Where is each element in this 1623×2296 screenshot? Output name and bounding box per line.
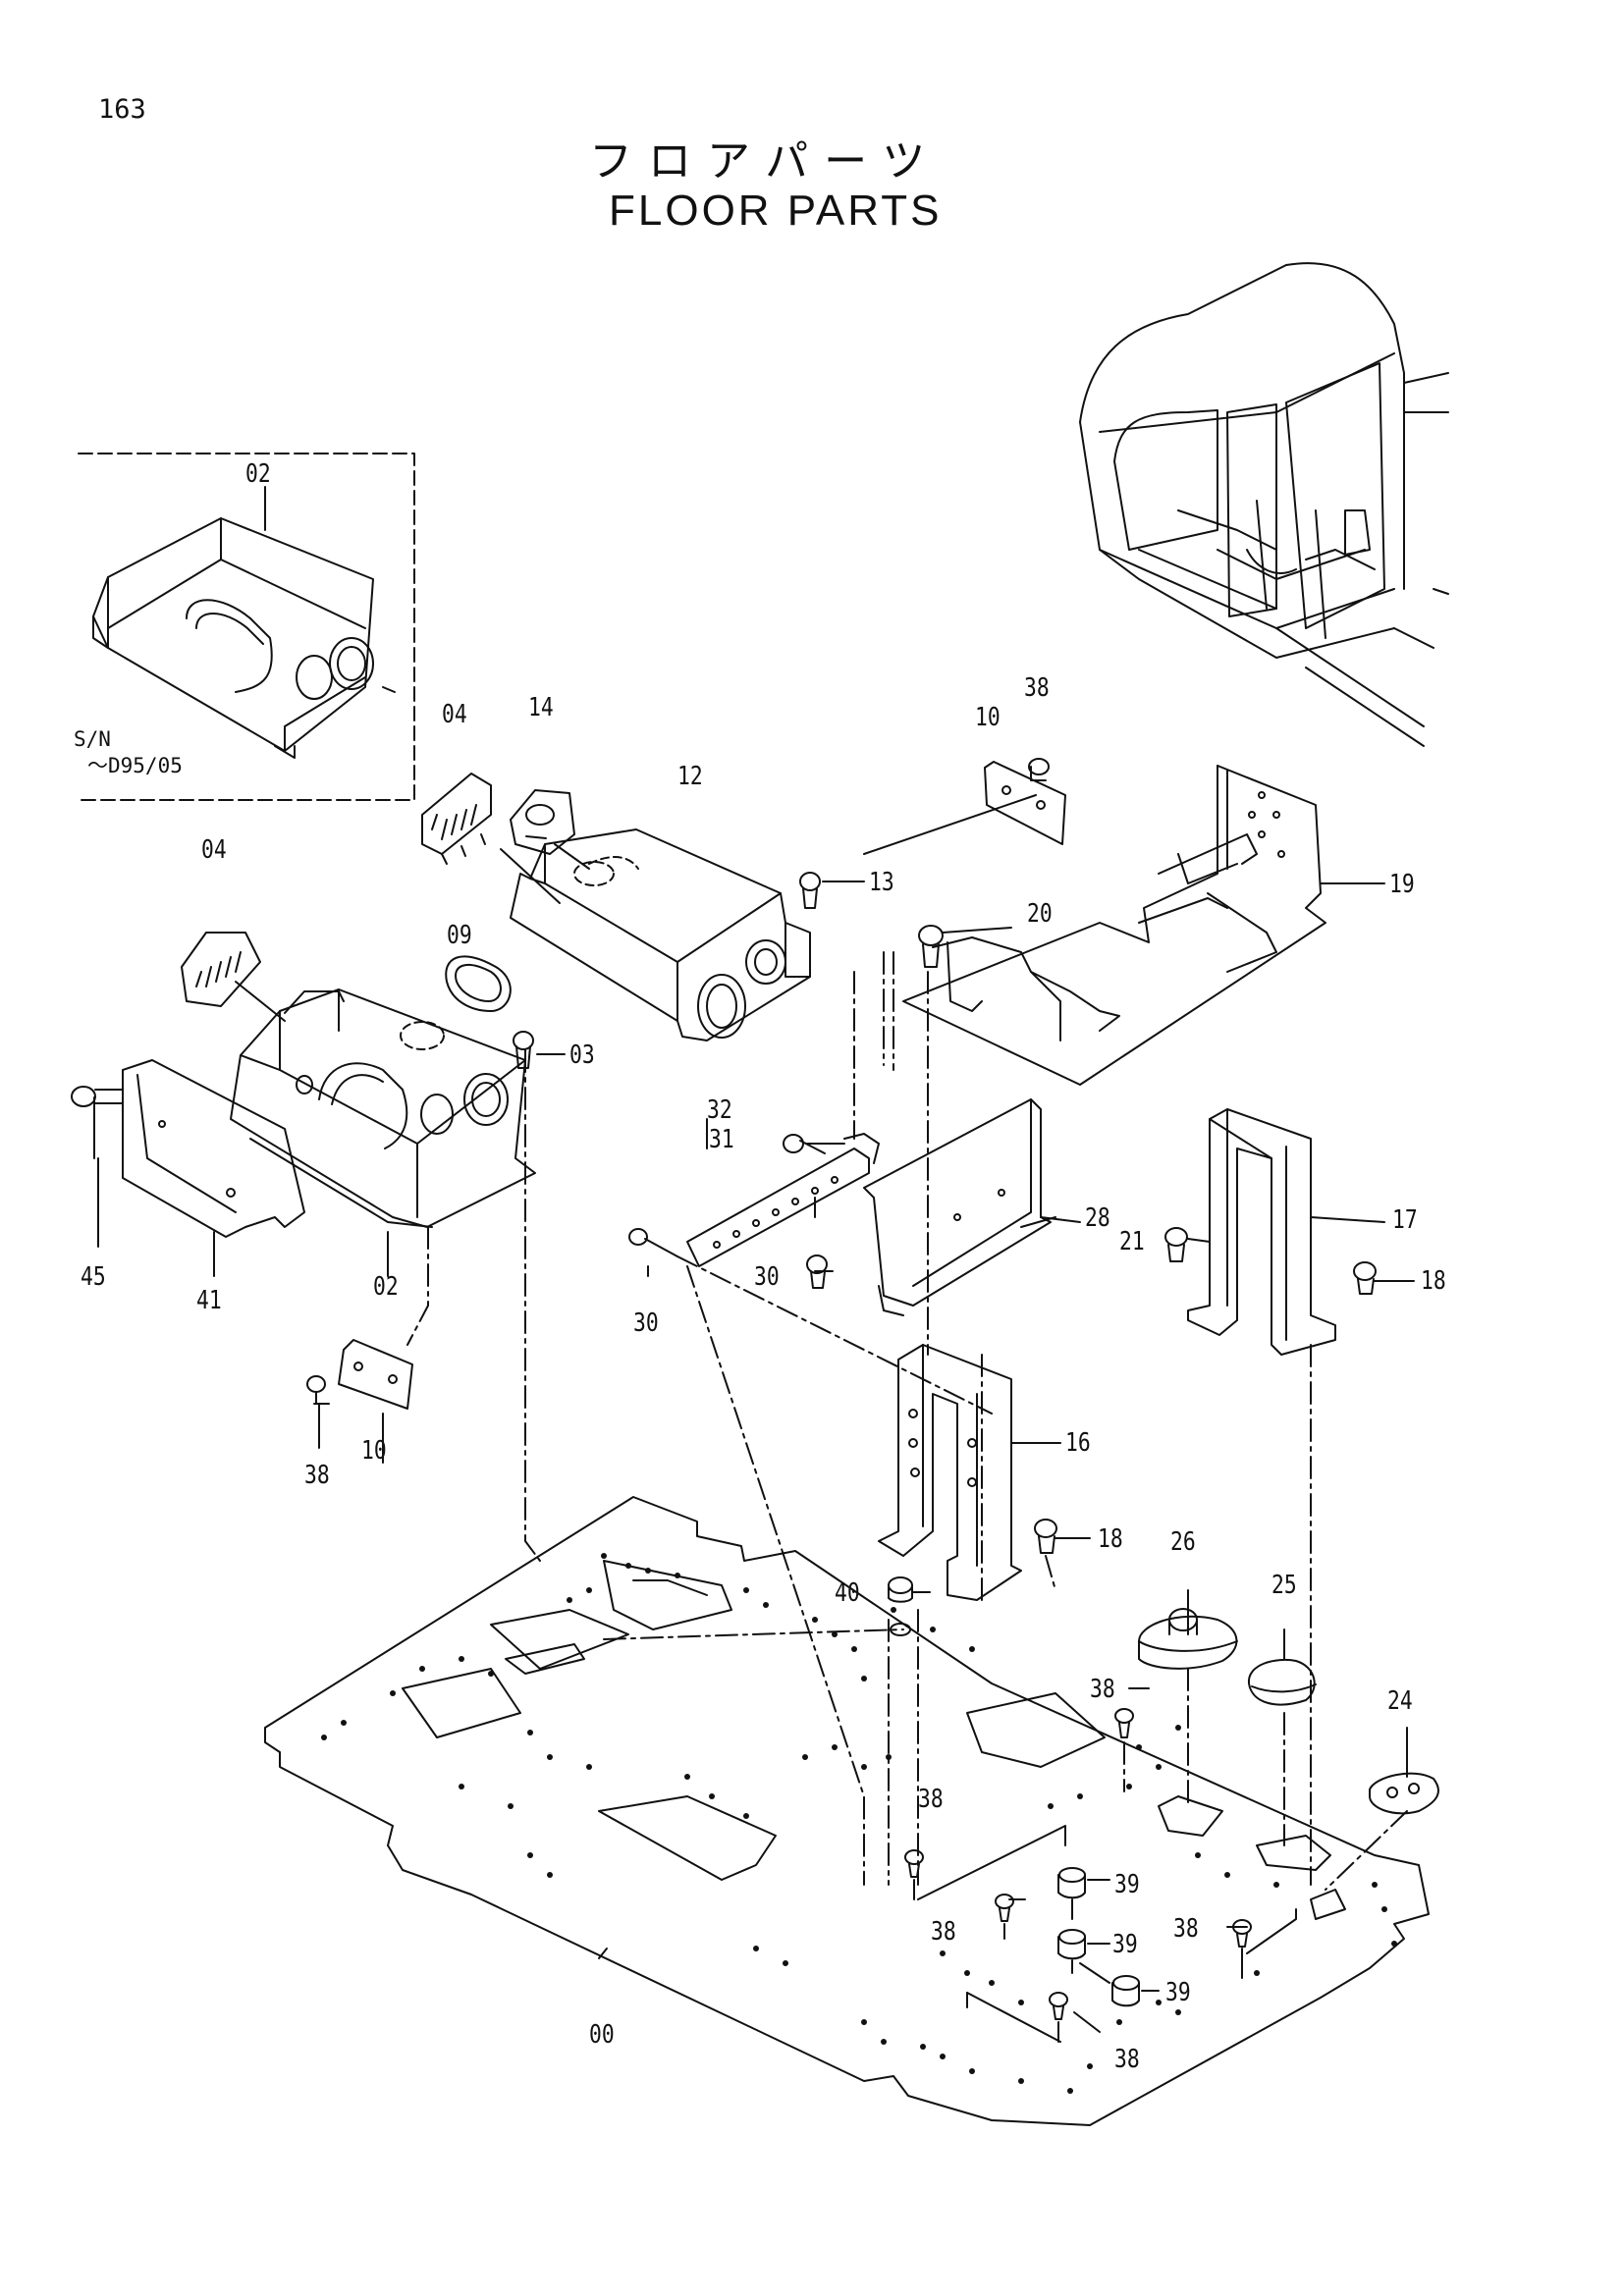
part-label-00: 00 xyxy=(589,2020,615,2050)
heater-box-02 xyxy=(231,989,535,1227)
part-label-25: 25 xyxy=(1271,1571,1297,1600)
leader-04-to-12 xyxy=(501,849,560,903)
part-label-04-lower: 04 xyxy=(201,835,227,865)
part-label-12: 12 xyxy=(677,762,703,791)
part-label-39-a: 39 xyxy=(1114,1870,1140,1899)
bolt-38-lower xyxy=(307,1376,329,1404)
part-label-17: 17 xyxy=(1392,1205,1418,1235)
part-label-26: 26 xyxy=(1170,1527,1196,1557)
assembly-lines xyxy=(407,952,1407,2042)
grille-04-upper xyxy=(422,774,491,864)
bolt-18-mid xyxy=(1035,1520,1056,1553)
part-label-38-a: 38 xyxy=(1090,1675,1115,1704)
part-label-39-c: 39 xyxy=(1165,1978,1191,2007)
bracket-16 xyxy=(879,1345,1021,1600)
part-label-38-lower: 38 xyxy=(304,1461,330,1490)
part-label-38-c: 38 xyxy=(931,1917,956,1947)
part-label-16: 16 xyxy=(1065,1428,1091,1458)
part-label-02-main: 02 xyxy=(373,1272,399,1302)
part-label-14: 14 xyxy=(528,693,554,722)
part-label-13: 13 xyxy=(869,868,894,897)
serial-number-note: S/N ～D95/05 xyxy=(74,726,183,779)
part-label-38-d: 38 xyxy=(1173,1914,1199,1944)
part-label-09: 09 xyxy=(447,921,472,950)
bolt-30-right xyxy=(807,1255,827,1288)
page-number: 163 xyxy=(98,94,146,125)
plate-10-lower xyxy=(339,1340,412,1409)
bracket-17 xyxy=(1188,1109,1335,1355)
heater-box-12 xyxy=(511,829,810,1041)
part-label-02-inset: 02 xyxy=(245,459,271,489)
bolts-38-floor xyxy=(905,1709,1251,2019)
part-label-38-top: 38 xyxy=(1024,673,1050,703)
duct-09 xyxy=(446,956,511,1011)
floor-holes xyxy=(321,1553,1397,2094)
plug-25 xyxy=(1249,1660,1316,1705)
cab-illustration xyxy=(1080,263,1448,746)
grommet-24 xyxy=(1370,1774,1438,1814)
pad-26 xyxy=(1139,1609,1237,1669)
bolt-45 xyxy=(72,1087,123,1158)
part-label-10-lower: 10 xyxy=(361,1436,387,1466)
page-title: FLOOR PARTS xyxy=(609,187,943,235)
bolt-38-upper xyxy=(1029,759,1049,780)
cover-plate-41 xyxy=(123,1060,304,1237)
cover-14 xyxy=(511,790,574,854)
part-label-20: 20 xyxy=(1027,899,1053,929)
part-label-10-top: 10 xyxy=(975,703,1001,732)
floor-parts-connectors xyxy=(918,1826,1296,2042)
bolt-13 xyxy=(800,873,820,908)
part-label-21: 21 xyxy=(1119,1227,1145,1256)
part-label-31: 31 xyxy=(709,1125,734,1154)
serial-label: S/N xyxy=(74,727,111,751)
bolt-30-left xyxy=(629,1229,677,1256)
page-title-japanese: フロアパーツ xyxy=(589,136,942,187)
part-label-41: 41 xyxy=(196,1286,222,1315)
part-label-40: 40 xyxy=(835,1578,860,1608)
bolt-20 xyxy=(919,926,943,967)
part-label-18-right: 18 xyxy=(1421,1266,1446,1296)
bolt-32 xyxy=(784,1135,825,1153)
part-label-19: 19 xyxy=(1389,870,1415,899)
bolt-03 xyxy=(514,1032,533,1068)
part-label-38-e: 38 xyxy=(1114,2045,1140,2074)
bracket-19 xyxy=(903,766,1325,1085)
plugs-39 xyxy=(1058,1868,1139,2005)
bolt-18-right xyxy=(1354,1262,1376,1294)
grille-04-lower xyxy=(182,933,260,1006)
part-label-18-mid: 18 xyxy=(1098,1524,1123,1554)
part-label-38-b: 38 xyxy=(918,1785,944,1814)
leader-14-to-12 xyxy=(555,844,589,869)
part-label-45: 45 xyxy=(81,1262,106,1292)
bolt-21 xyxy=(1165,1228,1187,1261)
plug-40 xyxy=(889,1577,912,1635)
inset-heater-box xyxy=(93,518,395,758)
part-label-04-upper: 04 xyxy=(442,700,467,729)
part-label-32: 32 xyxy=(707,1095,732,1125)
inset-frame xyxy=(79,454,414,800)
floor-plate-00 xyxy=(265,1497,1429,2125)
leader-lines xyxy=(98,795,1414,2032)
serial-range: ～D95/05 xyxy=(87,754,183,777)
part-label-24: 24 xyxy=(1387,1686,1413,1716)
part-label-28: 28 xyxy=(1085,1203,1110,1233)
part-label-30-left: 30 xyxy=(633,1308,659,1338)
part-label-30-right: 30 xyxy=(754,1262,780,1292)
part-label-03: 03 xyxy=(569,1041,595,1070)
plate-10-upper xyxy=(985,762,1065,844)
bracket-28 xyxy=(864,1099,1055,1315)
part-label-39-b: 39 xyxy=(1112,1930,1138,1959)
